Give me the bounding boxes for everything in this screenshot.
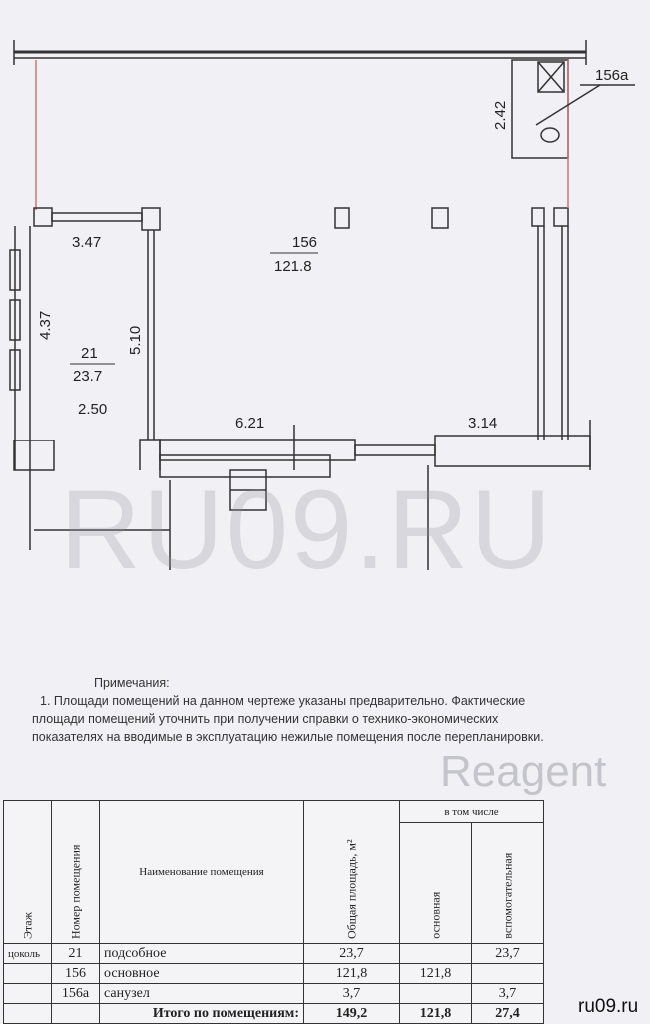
notes-line: показателях на вводимые в эксплуатацию н… xyxy=(32,730,544,744)
cell-name: подсобное xyxy=(99,943,304,964)
cell-main: 121,8 xyxy=(399,963,472,984)
header-total: Общая площадь, м² xyxy=(303,800,400,944)
dim-3-47: 3.47 xyxy=(72,234,101,251)
dim-5-10: 5.10 xyxy=(127,326,144,355)
cell-no: 21 xyxy=(51,943,100,964)
notes-line: площади помещений уточнить при получении… xyxy=(32,712,499,726)
room-21-number: 21 xyxy=(81,345,98,362)
notes-line: 1. Площади помещений на данном чертеже у… xyxy=(40,694,526,708)
floor-plan-lower xyxy=(13,440,429,570)
room-21-area: 23.7 xyxy=(73,368,102,385)
dim-2-42: 2.42 xyxy=(492,101,509,130)
total-total: 149,2 xyxy=(303,1003,400,1024)
table-row: цоколь 21 подсобное 23,7 23,7 xyxy=(3,943,544,964)
cell-floor xyxy=(3,963,52,984)
dim-3-14: 3.14 xyxy=(468,415,497,432)
table-row: 156 основное 121,8 121,8 xyxy=(3,963,544,984)
cell-aux: 23,7 xyxy=(471,943,544,964)
total-main: 121,8 xyxy=(399,1003,472,1024)
cell-total: 121,8 xyxy=(303,963,400,984)
dim-6-21: 6.21 xyxy=(235,415,264,432)
notes: Примечания: 1. Площади помещений на данн… xyxy=(32,674,544,746)
notes-title: Примечания: xyxy=(94,676,170,690)
cell-total: 23,7 xyxy=(303,943,400,964)
total-label: Итого по помещениям: xyxy=(99,1003,304,1024)
header-name: Наименование помещения xyxy=(99,800,304,944)
cell-main xyxy=(399,983,472,1004)
header-room-no: Номер помещения xyxy=(51,800,100,944)
table-row: 156а санузел 3,7 3,7 xyxy=(3,983,544,1004)
header-including: в том числе xyxy=(399,799,544,824)
agent-watermark: Reagent xyxy=(440,747,607,796)
cell-main xyxy=(399,943,472,964)
site-watermark: ru09.ru xyxy=(578,996,639,1017)
table-total-row: Итого по помещениям: 149,2 121,8 27,4 xyxy=(3,1003,544,1024)
cell-no: 156 xyxy=(51,963,100,984)
cell-aux xyxy=(471,963,544,984)
room-156-area: 121.8 xyxy=(274,258,312,275)
cell-floor: цоколь xyxy=(3,943,52,964)
dim-4-37: 4.37 xyxy=(37,311,54,340)
header-aux: вспомогательная xyxy=(471,822,544,944)
cell-floor xyxy=(3,983,52,1004)
rooms-table: Этаж Номер помещения Наименование помеще… xyxy=(3,799,544,1024)
cell-total: 3,7 xyxy=(303,983,400,1004)
cell-name: основное xyxy=(99,963,304,984)
room-156-number: 156 xyxy=(292,234,317,251)
header-floor: Этаж xyxy=(3,800,52,944)
cell-aux: 3,7 xyxy=(471,983,544,1004)
dim-2-50: 2.50 xyxy=(78,401,107,418)
room-156a-number: 156а xyxy=(595,67,629,84)
watermark: RU09.RU xyxy=(60,467,554,592)
floor-plan: 156 121.8 21 23.7 156а 3.47 4.37 5.10 2.… xyxy=(9,40,635,470)
total-aux: 27,4 xyxy=(471,1003,544,1024)
header-main: основная xyxy=(399,822,472,944)
dim-2-50-wrap: 2.50 xyxy=(78,401,107,418)
cell-name: санузел xyxy=(99,983,304,1004)
cell-no: 156а xyxy=(51,983,100,1004)
